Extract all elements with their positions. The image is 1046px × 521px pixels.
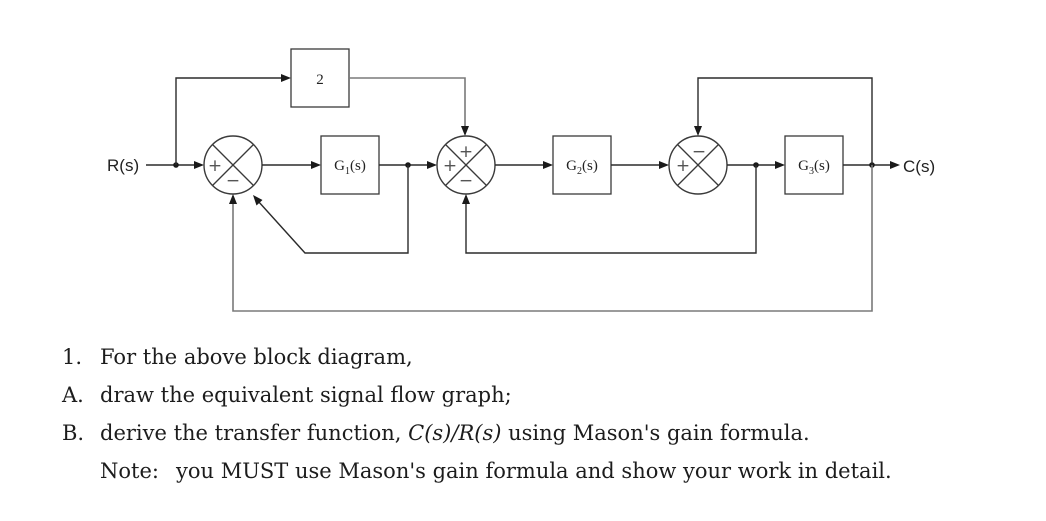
item-1-marker: 1. [62,345,83,369]
note-body: you MUST use Mason's gain formula and sh… [176,459,892,483]
wire-feedback-to-sum2 [465,165,757,254]
output-label-c: C(s) [903,157,935,176]
item-a-text: draw the equivalent signal flow graph; [100,383,512,407]
summing-junction-1: + − [203,135,263,195]
wire-feedforward-down [349,77,466,130]
sum3-sign-minus: − [692,142,706,162]
question-item-b: B. derive the transfer function, C(s)/R(… [62,414,1022,452]
arrow-into-sum2-top [461,126,469,136]
item-a-marker: A. [62,383,84,407]
arrow-into-sum1-diagonal [253,195,263,206]
arrow-into-gain [281,74,291,82]
sum2-sign-top-plus: + [459,142,473,162]
gain-block-label: 2 [316,72,324,88]
item-b-text: derive the transfer function, C(s)/R(s) … [100,414,810,452]
sum1-sign-plus: + [208,156,222,176]
arrow-into-sum1-bottom [229,194,237,204]
gain-block-2 [290,48,350,108]
arrow-into-g2 [543,161,553,169]
wire-feedback-output-to-sum3 [697,77,873,165]
item-b-text-after: using Mason's gain formula. [501,421,810,445]
sum1-sign-minus: − [226,171,240,191]
g3-label: G3(s) [798,158,830,177]
arrow-into-g1 [311,161,321,169]
g3-block [784,135,844,195]
g1-label: G1(s) [334,158,366,177]
wire-feedback-output-to-sum1 [232,165,873,312]
arrow-output [890,161,900,169]
input-label-r: R(s) [107,156,139,175]
sum3-sign-plus: + [676,156,690,176]
sum2-sign-left-plus: + [443,156,457,176]
question-note: Note: you MUST use Mason's gain formula a… [62,452,1022,490]
wire-feedforward-up [175,77,285,165]
arrow-into-g3 [775,161,785,169]
arrow-into-sum2-bottom [462,194,470,204]
note-label: Note: [100,459,159,483]
item-b-text-before: derive the transfer function, [100,421,409,445]
summing-junction-2: + + − [436,135,496,195]
question-item-a: A. draw the equivalent signal flow graph… [62,376,1022,414]
arrow-into-sum1 [194,161,204,169]
transfer-function-math: C(s)/R(s) [408,421,502,445]
item-b-marker: B. [62,421,85,445]
arrow-into-sum3-left [659,161,669,169]
wire-feedback-g1-to-sum1 [257,165,409,254]
sum2-sign-minus: − [459,171,473,191]
arrow-into-sum3-top [694,126,702,136]
note-text: Note: you MUST use Mason's gain formula a… [100,452,892,490]
g2-label: G2(s) [566,158,598,177]
g2-block [552,135,612,195]
block-diagram: R(s) C(s) 2 + − G1(s) + + − G2(s) [107,48,935,312]
item-1-text: For the above block diagram, [100,345,413,369]
summing-junction-3: + − [668,135,728,195]
arrow-into-sum2-left [427,161,437,169]
question-item-1: 1. For the above block diagram, [62,338,1022,376]
question-text: 1. For the above block diagram, A. draw … [62,338,1022,490]
